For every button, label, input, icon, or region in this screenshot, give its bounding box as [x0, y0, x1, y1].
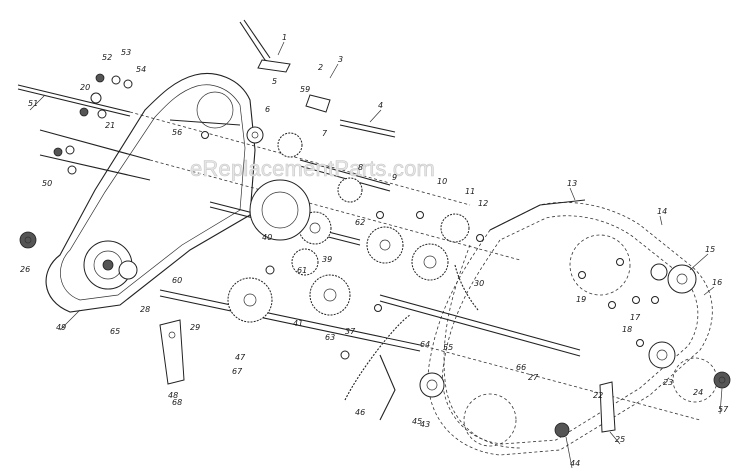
callout-9: 9 [392, 173, 397, 182]
shafts [17, 84, 701, 421]
callout-56: 56 [172, 128, 182, 137]
callout-6: 6 [265, 105, 270, 114]
callout-61: 61 [297, 266, 307, 275]
callout-50: 50 [42, 179, 52, 188]
callout-67: 67 [232, 367, 243, 376]
callout-23: 23 [663, 378, 673, 387]
callout-66: 66 [516, 363, 526, 372]
callout-4: 4 [378, 101, 383, 110]
callout-46: 46 [355, 408, 365, 417]
callout-55: 55 [443, 343, 453, 352]
callout-14: 14 [657, 207, 667, 216]
callout-57: 57 [718, 405, 729, 414]
callout-27: 27 [528, 373, 539, 382]
callout-53: 53 [121, 48, 131, 57]
callout-8: 8 [358, 163, 363, 172]
callout-20: 20 [80, 83, 90, 92]
callout-48: 48 [168, 391, 178, 400]
callout-44: 44 [570, 459, 580, 468]
callout-28: 28 [140, 305, 150, 314]
callout-3: 3 [338, 55, 343, 64]
callout-16: 16 [712, 278, 722, 287]
brackets [159, 19, 616, 433]
callout-40: 40 [262, 233, 272, 242]
callout-49: 49 [56, 323, 66, 332]
callout-47: 47 [235, 353, 246, 362]
callout-7: 7 [322, 129, 328, 138]
callout-21: 21 [105, 121, 115, 130]
callout-65: 65 [110, 327, 120, 336]
right-chain-case [427, 199, 718, 456]
gears [227, 132, 470, 323]
callout-43: 43 [420, 420, 430, 429]
callout-labels: 1 2 3 4 5 6 7 8 9 10 11 12 13 14 15 16 1… [20, 33, 729, 468]
callout-15: 15 [705, 245, 715, 254]
callout-64: 64 [420, 340, 430, 349]
callout-11: 11 [465, 187, 475, 196]
callout-10: 10 [437, 177, 447, 186]
callout-30: 30 [474, 279, 484, 288]
callout-68: 68 [172, 398, 182, 407]
callout-62: 62 [355, 218, 365, 227]
callout-18: 18 [622, 325, 632, 334]
callout-51: 51 [28, 99, 38, 108]
callout-63: 63 [325, 333, 335, 342]
callout-17: 17 [630, 313, 641, 322]
callout-24: 24 [693, 388, 703, 397]
callout-1: 1 [282, 33, 287, 42]
callout-45: 45 [412, 417, 422, 426]
callout-22: 22 [593, 391, 603, 400]
callout-37: 37 [345, 327, 356, 336]
drive-chain [344, 264, 479, 401]
callout-5: 5 [272, 77, 277, 86]
callout-39: 39 [322, 255, 332, 264]
callout-52: 52 [102, 53, 112, 62]
callout-13: 13 [567, 179, 577, 188]
callout-19: 19 [576, 295, 586, 304]
callout-12: 12 [478, 199, 488, 208]
watermark-text: eReplacementParts.com [190, 156, 435, 181]
callout-59: 59 [300, 85, 310, 94]
callout-60: 60 [172, 276, 182, 285]
hardware [19, 73, 731, 438]
left-chain-case [45, 73, 256, 313]
callout-29: 29 [190, 323, 200, 332]
callout-54: 54 [136, 65, 146, 74]
callout-41: 41 [293, 319, 303, 328]
callout-2: 2 [318, 63, 323, 72]
callout-26: 26 [20, 265, 30, 274]
callout-25: 25 [615, 435, 625, 444]
leader-lines [29, 41, 723, 469]
